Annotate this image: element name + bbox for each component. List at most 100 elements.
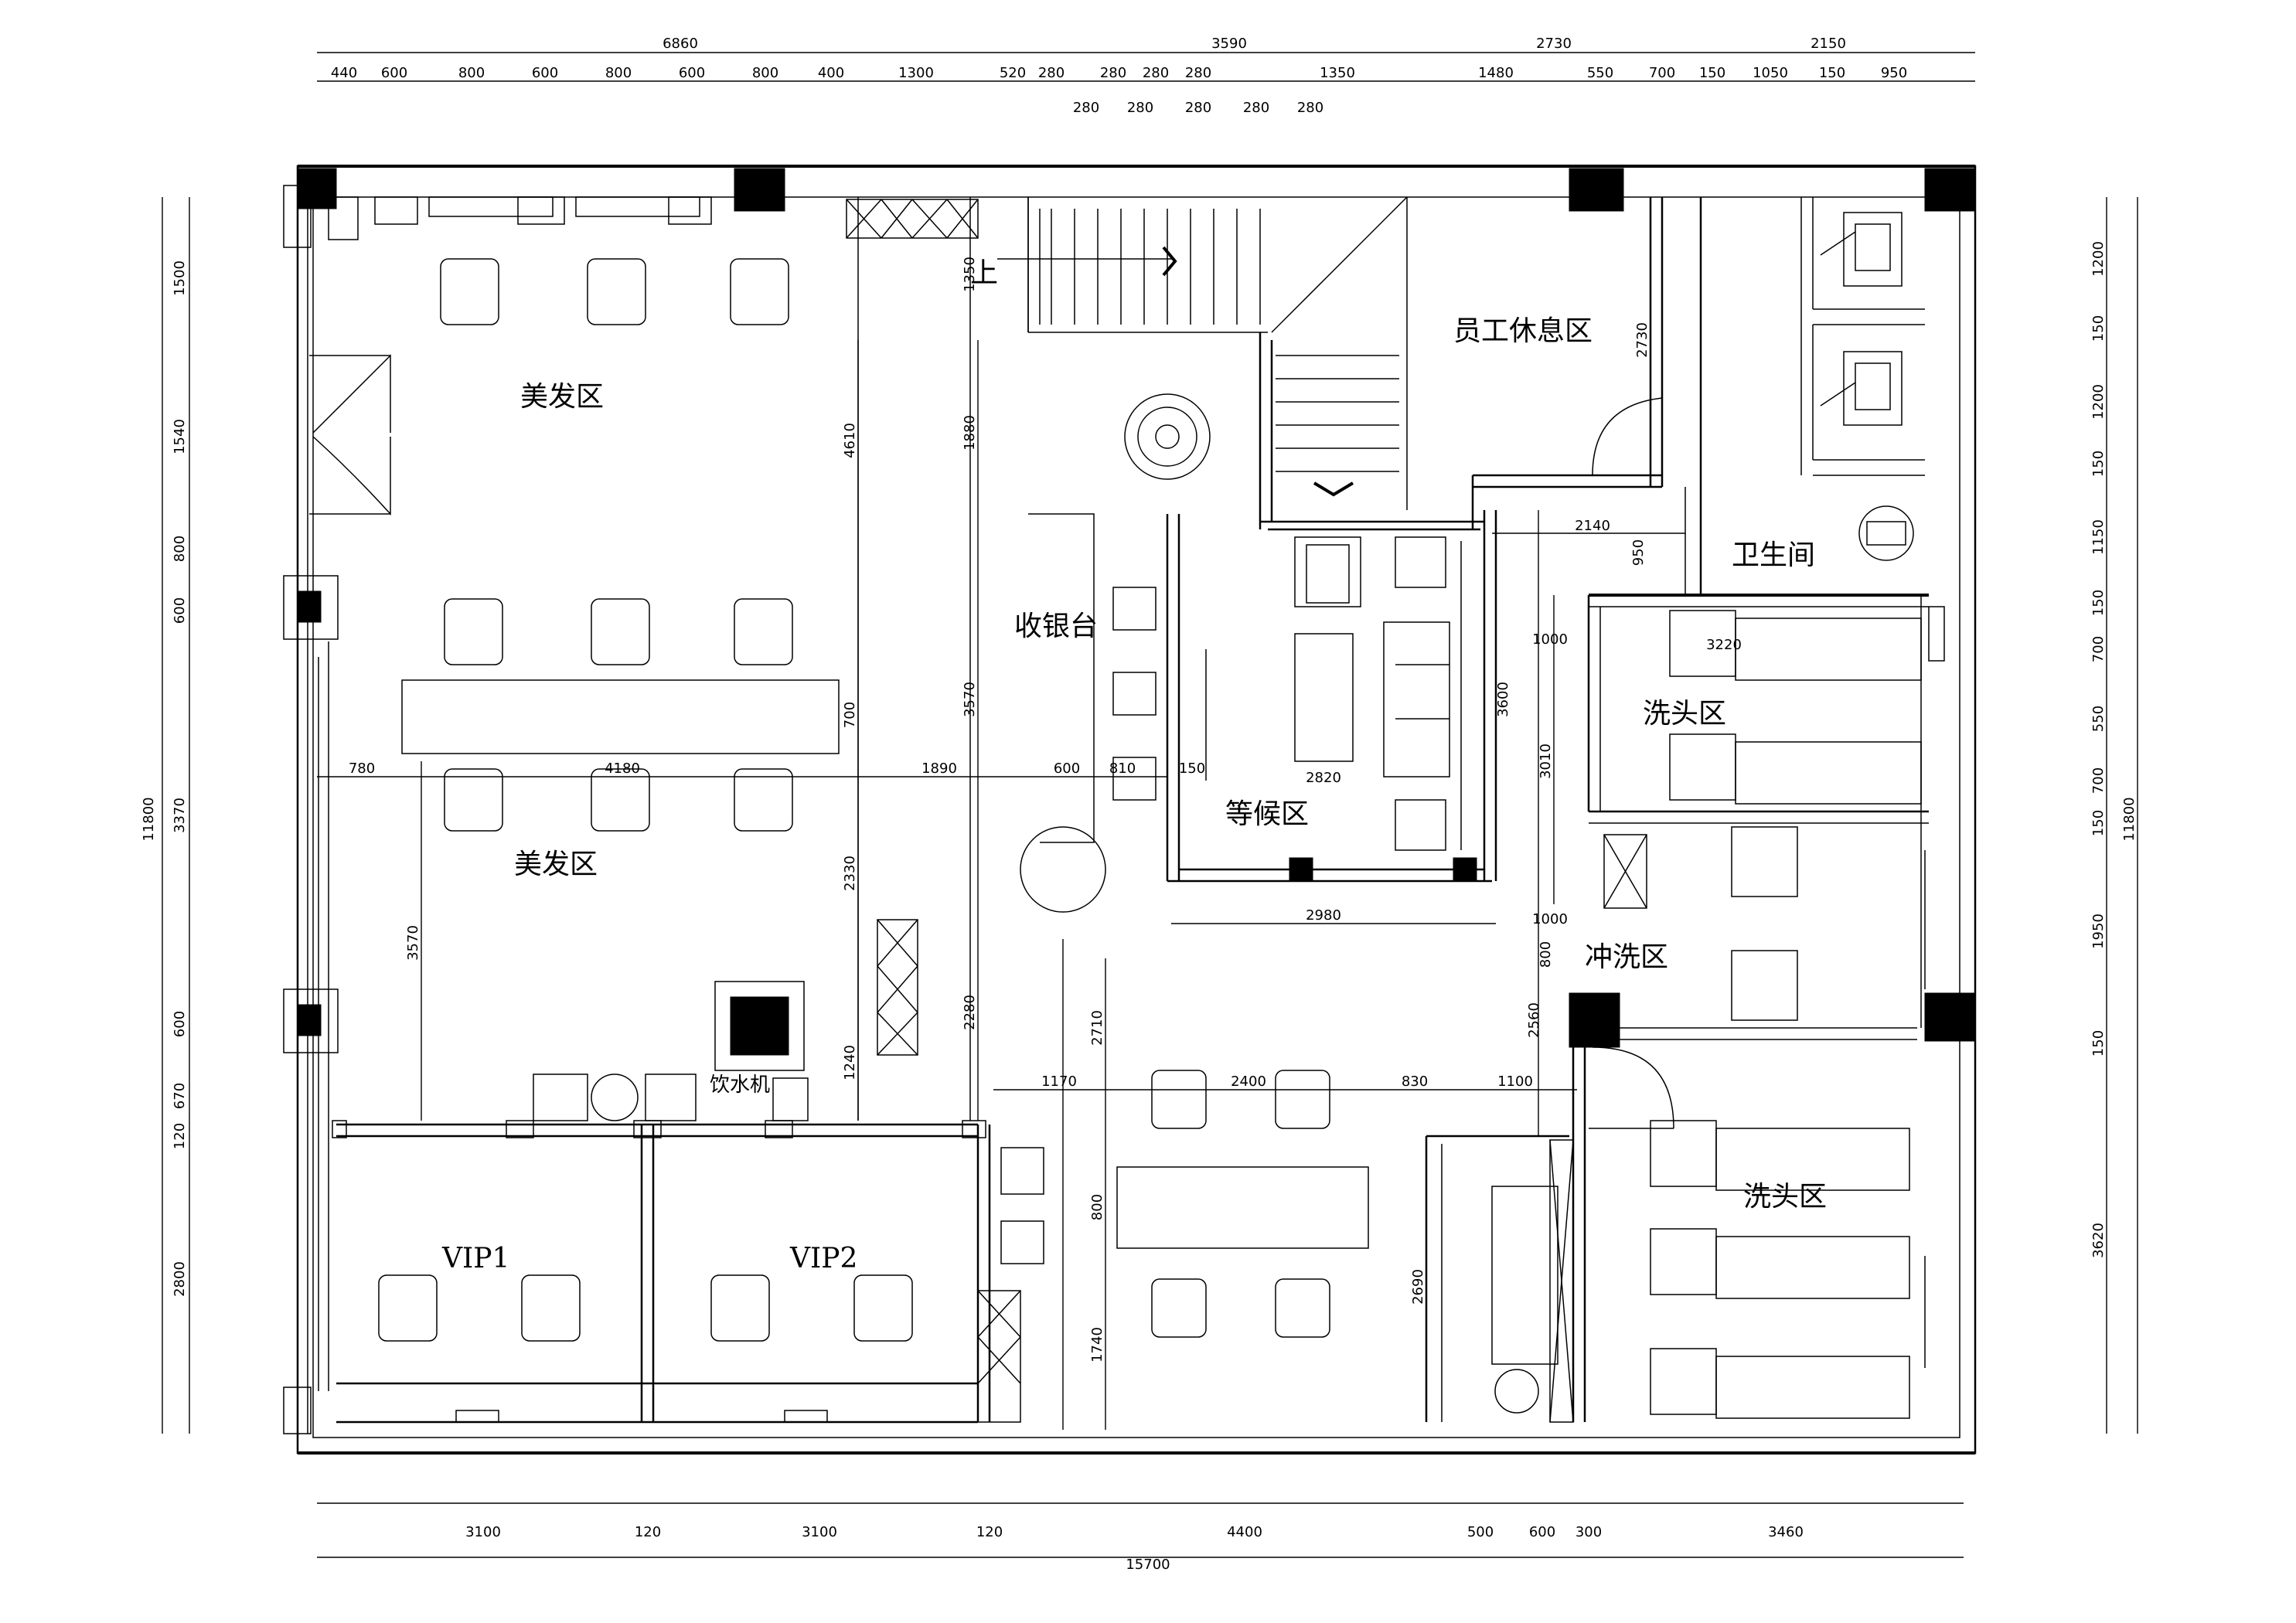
dim-top-row: 520 — [1000, 65, 1026, 81]
dim-interior: 3570 — [405, 925, 421, 961]
dim-interior: 780 — [349, 760, 375, 777]
dimension-lines — [162, 52, 2138, 1558]
dim-right-row: 150 — [2090, 1030, 2107, 1056]
dim-top-total: 6860 — [663, 36, 698, 52]
dim-interior: 1000 — [1532, 911, 1568, 927]
dim-interior: 3220 — [1706, 637, 1742, 653]
dim-bottom-row: 3100 — [465, 1524, 501, 1540]
dim-top-row: 1300 — [898, 65, 934, 81]
outer-walls — [296, 165, 1977, 1455]
dim-bottom-row: 600 — [1529, 1524, 1555, 1540]
dim-interior: 830 — [1402, 1073, 1428, 1090]
dim-right-row: 1950 — [2090, 914, 2107, 949]
dim-top-row: 150 — [1819, 65, 1845, 81]
room-label-restroom: 卫生间 — [1732, 539, 1815, 571]
dim-right-row: 1150 — [2090, 519, 2107, 555]
dim-left-row: 2800 — [172, 1261, 188, 1297]
dim-interior: 4180 — [605, 760, 640, 777]
dim-left-row: 3370 — [172, 798, 188, 833]
dim-interior: 800 — [1089, 1194, 1105, 1220]
dim-interior: 1880 — [962, 415, 978, 451]
dim-top-row: 280 — [1100, 65, 1126, 81]
dim-interior: 2560 — [1526, 1002, 1542, 1038]
dim-top-row: 800 — [752, 65, 778, 81]
label-stairs-up: 上 — [970, 257, 998, 289]
dim-interior: 600 — [1054, 760, 1080, 777]
dim-interior: 3570 — [962, 682, 978, 717]
dim-right-row: 150 — [2090, 451, 2107, 477]
dim-interior: 2280 — [962, 995, 978, 1030]
room-label-wash-1: 洗头区 — [1643, 698, 1726, 730]
dim-interior: 950 — [1630, 539, 1647, 566]
furniture — [328, 196, 1926, 1423]
dim-interior: 1100 — [1497, 1073, 1533, 1090]
dim-interior: 2330 — [842, 856, 858, 891]
room-label-cashier: 收银台 — [1014, 611, 1098, 642]
dim-interior: 2140 — [1575, 518, 1610, 534]
dim-right-row: 550 — [2090, 706, 2107, 732]
dim-top-total: 3590 — [1211, 36, 1247, 52]
interior-walls — [332, 196, 1945, 1424]
dim-top-row: 150 — [1699, 65, 1725, 81]
dim-left-row: 600 — [172, 1011, 188, 1037]
dim-top-row: 600 — [679, 65, 705, 81]
room-labels: 美发区 美发区 收银台 等候区 员工休息区 卫生间 洗头区 冲洗区 洗头区 VI… — [441, 257, 1827, 1274]
dim-right-row: 1200 — [2090, 384, 2107, 420]
room-label-hair-1: 美发区 — [520, 381, 604, 413]
dim-interior: 2820 — [1306, 770, 1341, 786]
dim-top-row2: 280 — [1297, 100, 1323, 116]
dim-top-row: 600 — [381, 65, 407, 81]
dim-right-row: 150 — [2090, 315, 2107, 342]
dim-interior: 2400 — [1231, 1073, 1266, 1090]
doors — [309, 231, 1856, 1129]
room-label-staff-rest: 员工休息区 — [1453, 315, 1593, 347]
dim-right-row: 1200 — [2090, 241, 2107, 277]
room-label-vip2: VIP2 — [789, 1243, 857, 1274]
dim-top-row: 550 — [1587, 65, 1613, 81]
dim-left-row: 800 — [172, 536, 188, 562]
dim-left-row: 670 — [172, 1083, 188, 1109]
dim-bottom-row: 120 — [976, 1524, 1003, 1540]
dim-interior: 800 — [1538, 941, 1554, 968]
dim-top-row: 280 — [1143, 65, 1169, 81]
dim-interior: 1170 — [1041, 1073, 1077, 1090]
structural-columns — [283, 168, 1976, 1434]
dim-interior: 2690 — [1410, 1269, 1426, 1305]
dim-interior: 810 — [1109, 760, 1136, 777]
dim-interior: 150 — [1179, 760, 1205, 777]
dim-top-row2: 280 — [1073, 100, 1099, 116]
dim-left-row: 1500 — [172, 260, 188, 296]
dim-right-row: 150 — [2090, 810, 2107, 836]
dim-top-row: 800 — [458, 65, 485, 81]
dim-interior: 700 — [842, 702, 858, 728]
room-label-vip1: VIP1 — [441, 1243, 509, 1274]
dim-top-row2: 280 — [1185, 100, 1211, 116]
dim-interior: 4610 — [842, 423, 858, 458]
dim-interior: 2980 — [1306, 907, 1341, 924]
dim-top-row: 1050 — [1753, 65, 1788, 81]
dim-interior: 1350 — [962, 257, 978, 292]
dim-bottom-row: 3100 — [802, 1524, 837, 1540]
dim-bottom-row: 4400 — [1227, 1524, 1262, 1540]
dim-left-row: 600 — [172, 597, 188, 624]
dim-top-total: 2150 — [1811, 36, 1846, 52]
dim-top-row: 950 — [1881, 65, 1907, 81]
room-label-waiting: 等候区 — [1225, 798, 1309, 830]
dim-right-row: 700 — [2090, 767, 2107, 794]
dim-top-row: 600 — [532, 65, 558, 81]
dim-bottom-total: 15700 — [1126, 1557, 1170, 1573]
dim-interior: 1240 — [842, 1045, 858, 1080]
dim-interior: 2730 — [1634, 322, 1650, 358]
stairs — [997, 197, 1399, 497]
dim-top-row: 1480 — [1478, 65, 1514, 81]
dim-bottom-row: 120 — [635, 1524, 661, 1540]
label-water-dispenser: 饮水机 — [710, 1073, 770, 1097]
dim-left-row: 1540 — [172, 419, 188, 454]
dim-bottom-row: 500 — [1467, 1524, 1494, 1540]
dim-top-row: 800 — [605, 65, 632, 81]
dim-top-row2: 280 — [1127, 100, 1153, 116]
room-label-rinse: 冲洗区 — [1585, 941, 1668, 973]
dim-interior: 1740 — [1089, 1327, 1105, 1363]
